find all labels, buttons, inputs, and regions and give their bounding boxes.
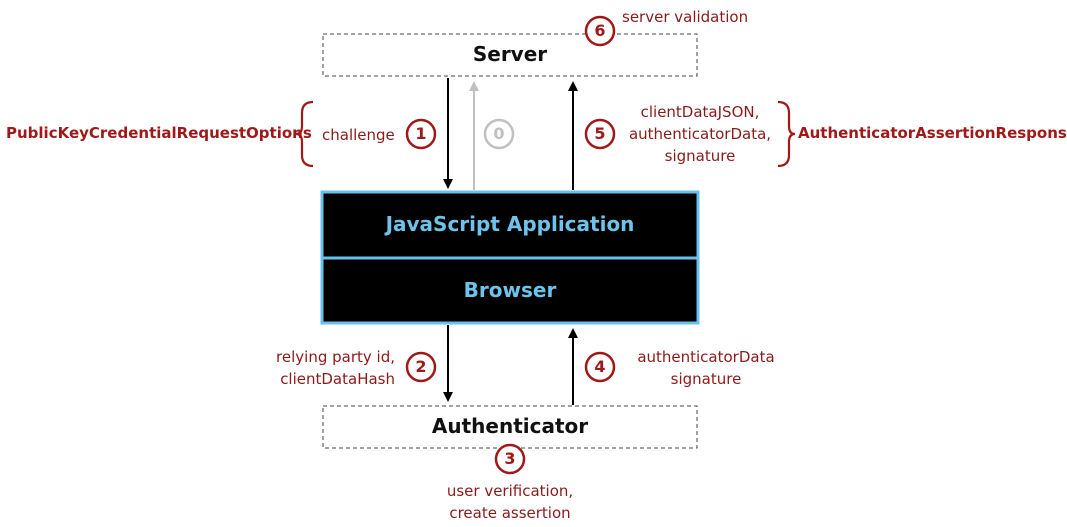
server-title: Server — [472, 42, 548, 66]
step-2-label-line-1: relying party id, — [276, 348, 395, 366]
step-1-label: challenge — [322, 126, 395, 144]
step-1-number: 1 — [415, 124, 427, 143]
step-4-label-line-2: signature — [670, 370, 742, 388]
js-application-title: JavaScript Application — [385, 212, 635, 236]
step-2-label-line-2: clientDataHash — [280, 370, 395, 388]
step-4-label-line-1: authenticatorData — [637, 348, 775, 366]
badge-circle-1 — [405, 118, 437, 150]
step-4-label: authenticatorData signature — [626, 346, 786, 390]
badge-circle-0 — [483, 118, 515, 150]
badge-circle-6 — [584, 15, 616, 47]
step-5-label: clientDataJSON, authenticatorData, signa… — [618, 101, 782, 167]
step-5-label-line-1: clientDataJSON, — [640, 103, 760, 121]
step-5-number: 5 — [594, 124, 606, 143]
badge-circle-4 — [584, 351, 616, 383]
authenticator-title: Authenticator — [431, 414, 589, 438]
assertion-response-name: AuthenticatorAssertionResponse — [798, 124, 1067, 142]
server-box — [322, 33, 698, 77]
step-5-label-line-3: signature — [664, 147, 736, 165]
left-brace — [295, 100, 314, 168]
badge-circle-5 — [584, 118, 616, 150]
badge-circle-3 — [494, 443, 526, 475]
step-5-label-line-2: authenticatorData, — [628, 125, 772, 143]
step-3-number: 3 — [504, 449, 516, 468]
step-2-number: 2 — [415, 357, 427, 376]
step-3-label: user verification, create assertion — [420, 480, 600, 524]
right-brace — [777, 100, 796, 168]
step-3-label-line-2: create assertion — [449, 504, 571, 522]
step-6-label: server validation — [622, 8, 749, 26]
step-6-number: 6 — [594, 21, 606, 40]
step-0-number: 0 — [493, 124, 505, 143]
step-4-number: 4 — [594, 357, 606, 376]
step-2-label: relying party id, clientDataHash — [230, 346, 395, 390]
browser-title: Browser — [463, 278, 557, 302]
step-3-label-line-1: user verification, — [446, 482, 574, 500]
badge-circle-2 — [405, 351, 437, 383]
request-options-name: PublicKeyCredentialRequestOptions — [6, 124, 312, 142]
